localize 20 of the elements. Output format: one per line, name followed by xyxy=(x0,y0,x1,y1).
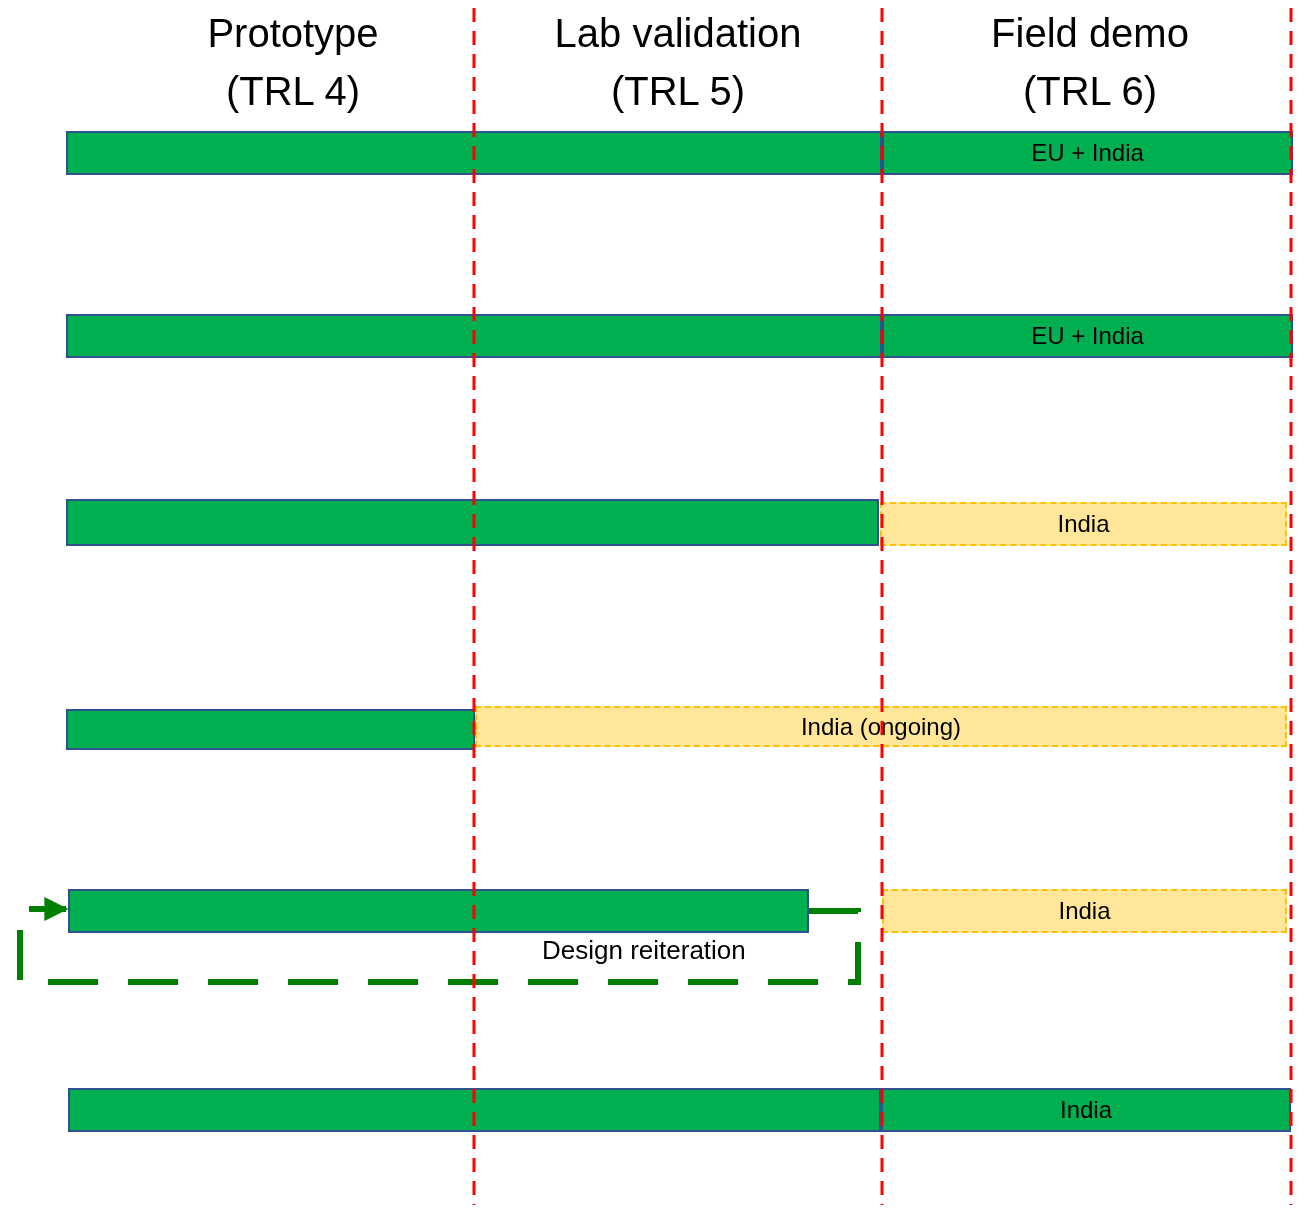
completed-bar xyxy=(66,314,882,358)
completed-bar xyxy=(68,1088,881,1132)
phase-heading: Lab validation (TRL 5) xyxy=(553,10,803,115)
bar-label: EU + India xyxy=(1031,322,1144,350)
planned-bar xyxy=(880,502,1287,546)
phase-heading: Prototype (TRL 4) xyxy=(206,10,380,115)
bar-label: India xyxy=(1057,510,1110,538)
completed-bar xyxy=(66,131,882,175)
completed-bar xyxy=(68,889,809,933)
bar-label: India xyxy=(1058,897,1111,925)
completed-bar xyxy=(66,499,879,546)
completed-bar xyxy=(882,314,1293,358)
phase-heading: Field demo (TRL 6) xyxy=(990,10,1190,115)
planned-bar xyxy=(475,706,1287,747)
bar-label: EU + India xyxy=(1031,139,1144,167)
completed-bar xyxy=(882,131,1293,175)
completed-bar xyxy=(66,709,475,750)
bar-label: India xyxy=(1059,1096,1112,1124)
planned-bar xyxy=(882,889,1287,933)
completed-bar xyxy=(881,1088,1291,1132)
